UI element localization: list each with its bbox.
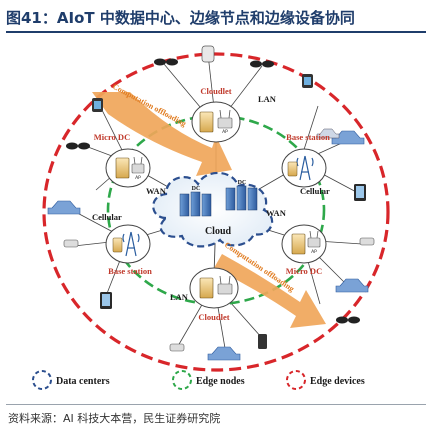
edge-node-micro-dc-left: AP (105, 148, 151, 188)
micro-dc-left-label: Micro DC (94, 132, 130, 142)
wan-right-label: WAN (266, 208, 287, 218)
legend-edge-nodes: Edge nodes (172, 370, 245, 390)
router-icon (217, 109, 233, 129)
cloudlet-top-label: Cloudlet (200, 86, 231, 96)
cellular-right-label: Cellular (300, 186, 330, 196)
smartwatch-icon (92, 98, 103, 112)
tablet-icon (100, 292, 112, 309)
legend-data-centers: Data centers (32, 370, 110, 390)
smartwatch-icon (302, 74, 313, 88)
server-icon (199, 111, 214, 133)
server-icon (291, 233, 306, 255)
base-station-left-label: Base station (108, 266, 152, 276)
car-icon (335, 278, 369, 293)
ap-label-top: AP (222, 129, 228, 135)
base-station-right-label: Base station (286, 132, 330, 142)
cloud-label: Cloud (205, 226, 232, 237)
lan-top-label: LAN (258, 94, 277, 104)
wan-left-label: WAN (146, 186, 167, 196)
router-icon (307, 230, 321, 248)
dc-label-right: DC (238, 180, 247, 186)
router-icon (217, 275, 233, 295)
aiot-collaboration-diagram: DC DC Cloud AP AP (32, 45, 390, 390)
smart-speaker-icon (201, 45, 215, 63)
micro-dc-right-label: Micro DC (286, 266, 322, 276)
edge-node-cloudlet-bottom (189, 267, 239, 309)
edge-devices-ring (42, 52, 390, 372)
router-icon (131, 156, 145, 174)
cellular-left-label: Cellular (92, 212, 122, 222)
ap-label-left: AP (135, 175, 141, 181)
legend-edge-devices-label: Edge devices (310, 376, 365, 387)
source-divider (6, 404, 426, 405)
edge-node-micro-dc-right: AP (281, 224, 327, 264)
cloudlet-bottom-label: Cloudlet (198, 312, 229, 322)
smart-glasses-icon (250, 60, 274, 68)
title-divider (6, 31, 426, 33)
car-icon (316, 128, 340, 139)
dc-label-left: DC (192, 186, 201, 192)
car-icon (331, 130, 365, 145)
cctv-camera-icon (359, 237, 375, 246)
lan-bottom-label: LAN (170, 292, 189, 302)
cloud-node: DC DC Cloud (152, 171, 274, 248)
base-station-icon (296, 155, 314, 181)
car-icon (47, 200, 81, 215)
ap-label-right: AP (311, 249, 317, 255)
smart-glasses-icon (66, 142, 90, 150)
data-center-left: DC (179, 186, 212, 217)
edge-devices (47, 45, 375, 361)
offloading-arrow-bottom (214, 254, 326, 328)
server-icon (287, 161, 298, 177)
data-center-right: DC (225, 180, 258, 211)
base-station-icon (122, 231, 140, 257)
figure-title: 图41：AIoT 中数据中心、边缘节点和边缘设备协同 (6, 9, 355, 27)
edge-node-base-station-left (105, 224, 151, 264)
server-icon (199, 277, 214, 299)
smart-glasses-icon (336, 316, 360, 324)
server-icon (112, 237, 123, 253)
legend: Data centers Edge nodes Edge devices (32, 370, 365, 390)
legend-edge-devices: Edge devices (286, 370, 365, 390)
legend-edge-nodes-label: Edge nodes (196, 376, 245, 387)
tablet-icon (354, 184, 366, 201)
edge-node-cloudlet-top: AP (191, 101, 241, 143)
legend-data-centers-label: Data centers (56, 376, 110, 387)
smart-glasses-icon (154, 58, 178, 66)
car-icon (207, 346, 241, 361)
offloading-arrow-top (92, 92, 232, 176)
server-icon (115, 157, 130, 179)
cctv-camera-icon (169, 343, 185, 352)
cctv-camera-icon (63, 239, 79, 248)
phone-icon (258, 334, 267, 349)
source-note: 资料来源：AI 科技大本营，民生证券研究院 (8, 412, 221, 425)
edge-node-base-station-right (281, 148, 327, 188)
